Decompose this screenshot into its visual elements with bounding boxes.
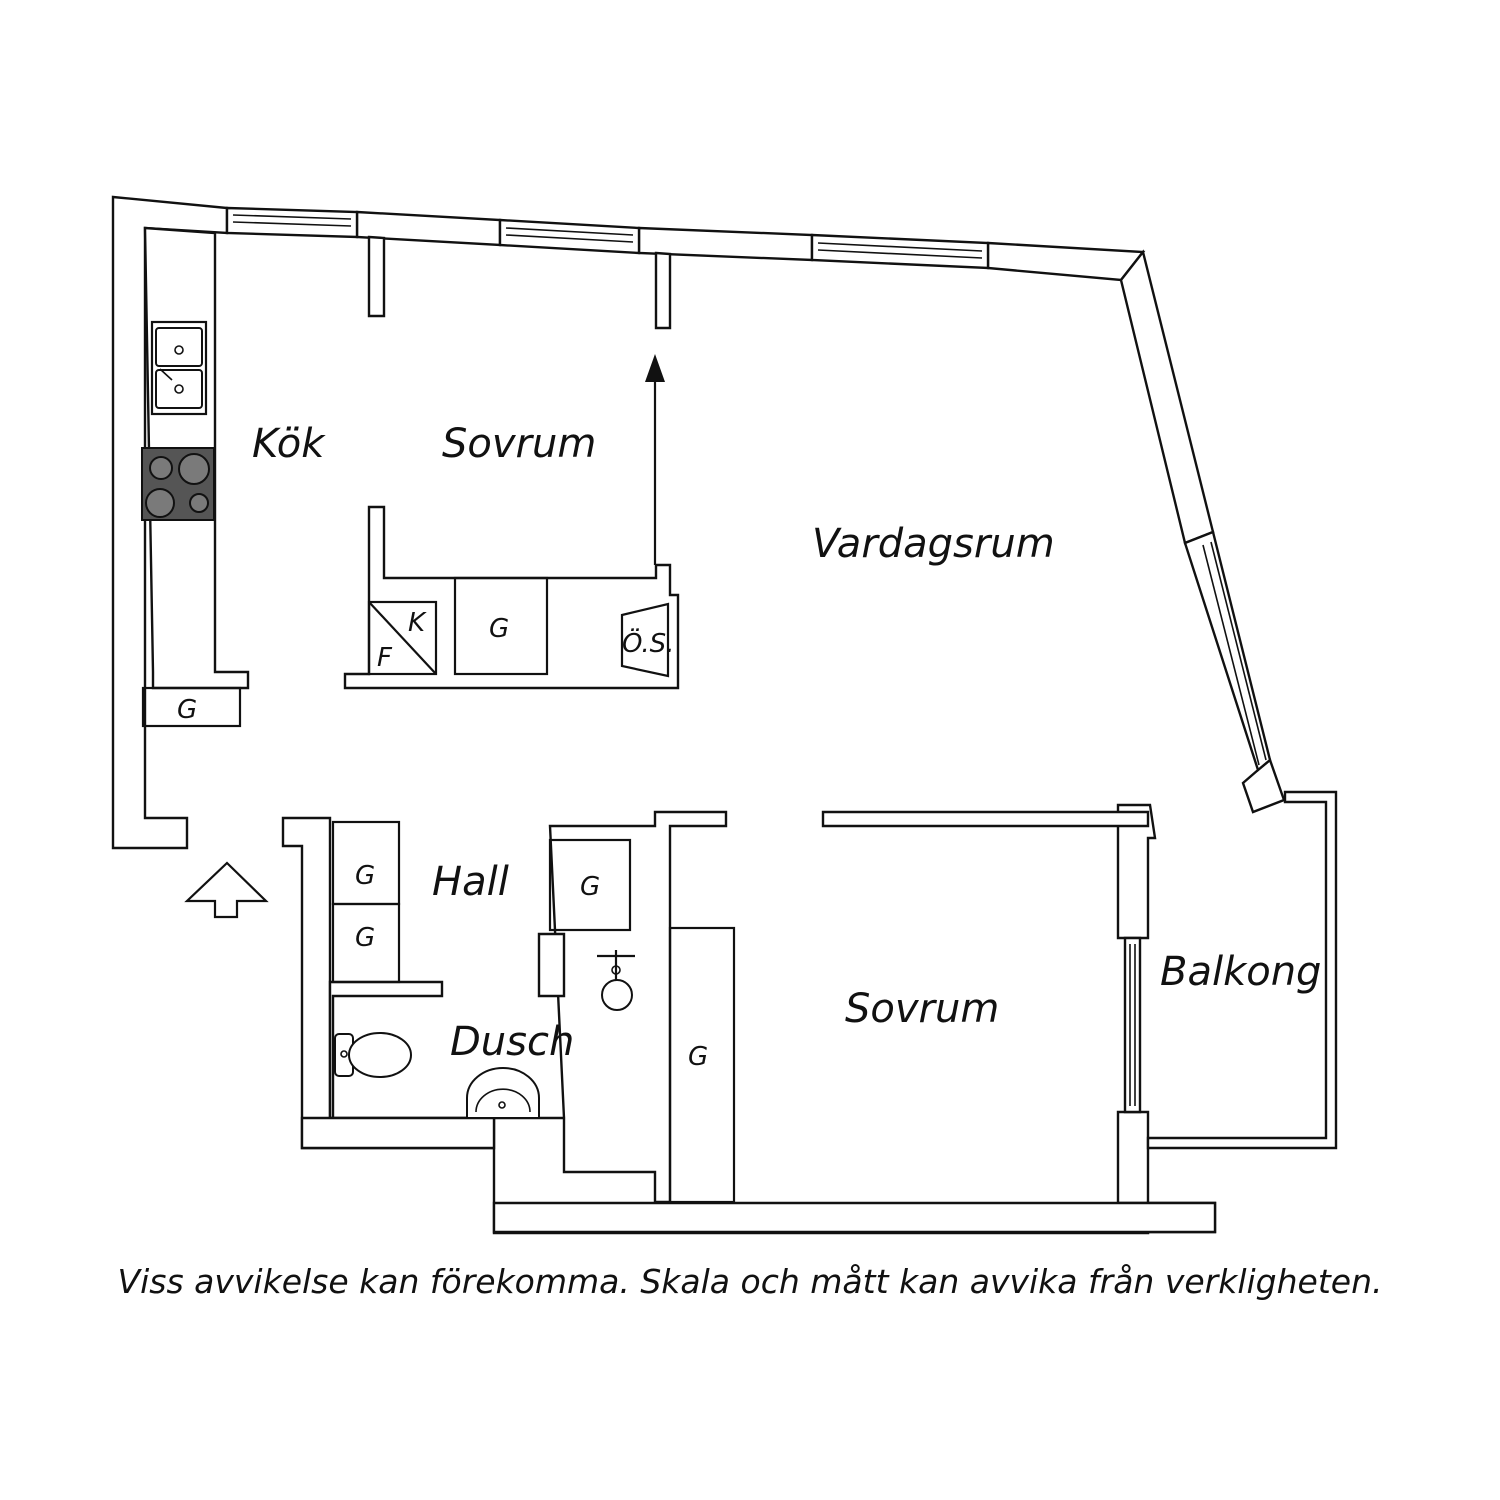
shower-label: Dusch [450,1019,574,1065]
balcony-label: Balkong [1160,949,1321,995]
toilet-icon [334,1032,412,1078]
outer-walls [111,195,1286,1235]
shower-icon [597,950,635,1011]
kitchen-label: Kök [252,421,326,467]
bedroom-top-wardrobe-label: G [489,614,509,644]
bathroom-fixtures [334,950,635,1119]
washbasin-icon [466,1067,540,1119]
hall-label: Hall [432,859,509,905]
arrow-up-icon [645,354,665,565]
disclaimer-text: Viss avvikelse kan förekomma. Skala och … [117,1262,1383,1301]
hall-wardrobe-3-label: G [580,872,600,902]
kitchen-wardrobe-label: G [177,695,197,725]
bedroom-bottom-label: Sovrum [845,986,999,1032]
living-room-label: Vardagsrum [812,521,1055,567]
hall-wardrobe-2-label: G [355,923,375,953]
freezer-label: K [408,608,427,638]
kitchen-fixtures [141,320,670,728]
bedroom-bottom-wardrobe-label: G [688,1042,708,1072]
windows [225,206,1272,1114]
stove-icon [141,447,215,521]
kitchen-sink-icon [155,327,203,409]
fridge-label: F [377,643,393,673]
top-cabinet-label: Ö.S. [622,627,674,659]
entrance-arrow-icon [184,861,269,919]
hall-fixtures [331,820,736,1204]
bedroom-top-label: Sovrum [442,421,596,467]
hall-wardrobe-1-label: G [355,861,375,891]
